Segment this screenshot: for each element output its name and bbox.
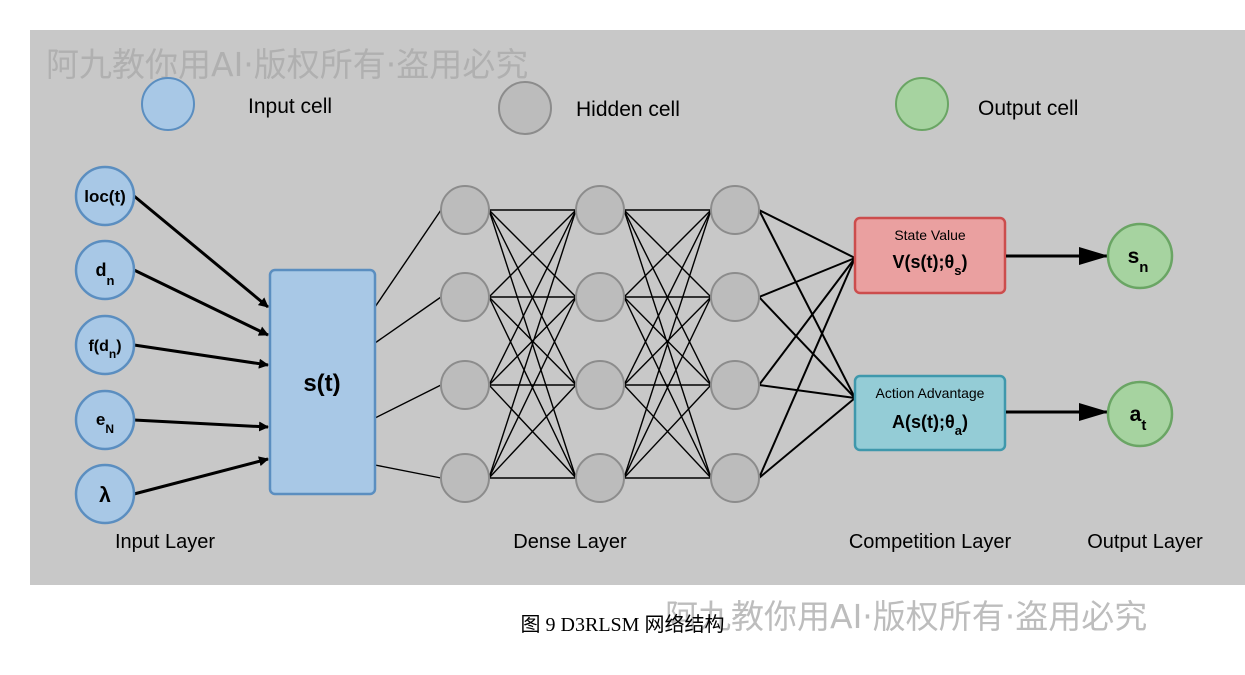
svg-text:eN: eN [96,410,114,436]
hidden-node [440,185,490,235]
input-label-d: d [96,260,107,280]
legend-hidden-cell-icon [498,81,552,135]
input-node-loc: loc(t) [74,165,136,227]
input-label-fd-sub: n [109,347,116,361]
layer-label-competition: Competition Layer [849,531,1012,553]
legend-input-cell-icon [141,77,195,131]
hidden-to-value-line [758,257,856,386]
input-node-lambda: λ [74,463,136,525]
hidden-node [575,453,625,503]
dense-layer-nodes [440,185,760,503]
hidden-node [440,360,490,410]
hidden-node [575,272,625,322]
input-label-fd: f(d [88,338,108,355]
hidden-to-value-line [758,257,856,298]
hidden-node [710,453,760,503]
legend-hidden-label: Hidden cell [576,98,680,121]
input-label-d-sub: n [107,273,115,288]
output-node-at: at [1106,380,1174,448]
hidden-mesh-line [623,209,712,386]
action-advantage-formula: A(s(t);θ [892,412,955,432]
output-label-a: a [1130,403,1142,426]
output-label-s-sub: n [1139,259,1148,276]
hidden-mesh-line [623,209,712,479]
input-label-lambda: λ [99,484,111,507]
state-value-formula-sub: s [954,263,961,278]
svg-text:A(s(t);θa): A(s(t);θa) [892,412,968,438]
state-block-label: s(t) [303,370,340,397]
input-node-dn: dn [74,239,136,301]
input-label-e-sub: N [105,422,114,436]
action-advantage-formula-sub: a [955,423,963,438]
hidden-to-advantage-line [758,296,856,399]
arrow-input-4 [133,418,269,432]
figure-caption: 图 9 D3RLSM 网络结构 [520,614,725,636]
output-label-a-sub: t [1141,417,1146,434]
layer-label-dense: Dense Layer [513,531,627,553]
arrow-input-3 [133,343,269,369]
arrow-input-2 [133,268,269,337]
competition-connections [758,209,856,479]
hidden-node [575,185,625,235]
block-to-hidden-line [374,464,442,479]
hidden-to-advantage-line [758,209,856,399]
hidden-node [440,453,490,503]
hidden-to-value-line [758,209,856,259]
hidden-mesh-line [488,384,577,479]
hidden-mesh-line [623,296,712,386]
svg-text:sn: sn [1128,245,1149,276]
input-node-en: eN [74,389,136,451]
state-value-formula-close: ) [961,252,967,272]
hidden-mesh-line [488,209,577,479]
arrow-input-5 [133,456,269,496]
watermark-bottom: 阿九教你用AI·版权所有·盗用必究 [665,597,1148,636]
svg-text:f(dn): f(dn) [88,338,121,361]
hidden-mesh-line [488,296,577,386]
legend-output-cell-icon [895,77,949,131]
action-advantage-box [853,374,1007,452]
block-to-hidden-line [374,296,442,344]
hidden-to-advantage-line [758,397,856,479]
hidden-node [575,360,625,410]
block-to-hidden-line [374,384,442,419]
hidden-mesh-line [488,209,577,386]
svg-text:dn: dn [96,260,115,288]
hidden-mesh-line [623,384,712,479]
watermark-top: 阿九教你用AI·版权所有·盗用必究 [46,45,528,84]
state-block [268,268,377,496]
hidden-node [710,360,760,410]
state-value-formula: V(s(t);θ [893,252,955,272]
input-node-fdn: f(dn) [74,314,136,376]
hidden-mesh-line [488,209,577,298]
hidden-mesh-line [623,296,712,479]
svg-text:V(s(t);θs): V(s(t);θs) [893,252,968,278]
action-advantage-title: Action Advantage [876,385,985,401]
legend-output-label: Output cell [978,97,1078,120]
block-to-hidden-line [374,209,442,308]
input-label-e: e [96,410,105,429]
state-value-box [853,216,1007,295]
hidden-mesh-line [488,296,577,479]
hidden-to-value-line [758,257,856,479]
diagram-background [30,30,1245,585]
svg-text:at: at [1130,403,1147,434]
hidden-node [440,272,490,322]
hidden-node [710,185,760,235]
legend-input-label: Input cell [248,95,332,118]
hidden-to-advantage-line [758,384,856,399]
output-node-sn: sn [1106,222,1174,290]
output-label-s: s [1128,245,1140,268]
hidden-node [710,272,760,322]
state-value-title: State Value [894,227,966,243]
hidden-mesh-line [623,209,712,298]
layer-label-output: Output Layer [1087,531,1203,553]
dense-connections [374,209,712,479]
layer-label-input: Input Layer [115,531,215,553]
input-label-fd-close: ) [116,338,121,355]
action-advantage-formula-close: ) [962,412,968,432]
arrow-input-1 [133,194,269,309]
input-label-loc: loc(t) [84,187,126,206]
